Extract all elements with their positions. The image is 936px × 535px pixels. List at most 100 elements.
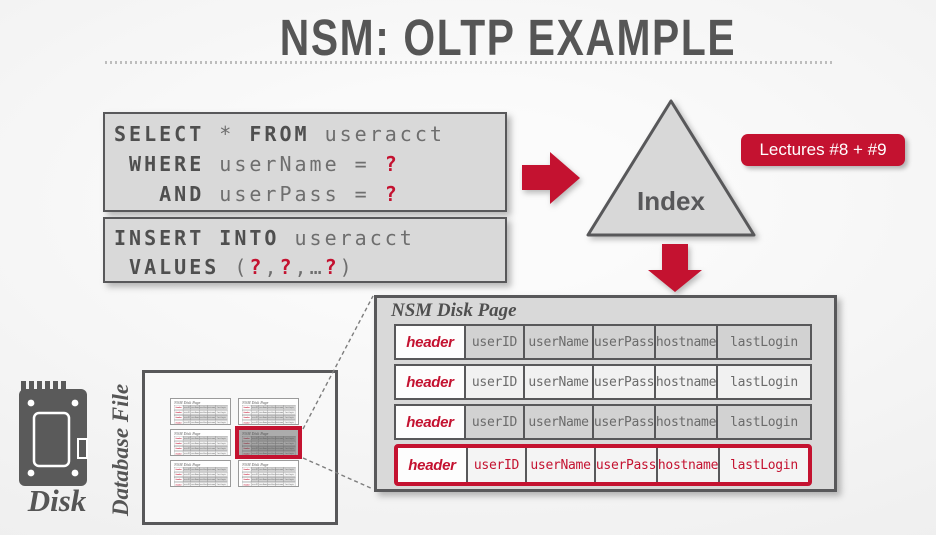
record-attribute-cell: userPass	[199, 451, 208, 455]
record-attribute-cell: hostname	[207, 467, 216, 472]
record-header-cell: header	[242, 441, 251, 446]
record-header-cell: header	[174, 467, 183, 472]
lectures-badge: Lectures #8 + #9	[741, 134, 905, 166]
title-underline	[105, 61, 832, 64]
record-header-cell: header	[396, 326, 464, 358]
disk-label: Disk	[27, 483, 87, 518]
record-header-cell: header	[396, 366, 464, 398]
record-attribute-cell: userPass	[199, 477, 208, 482]
record-header-cell: header	[242, 415, 251, 420]
record-attribute-cell: userName	[190, 482, 200, 486]
record-attribute-cell: userID	[250, 405, 259, 410]
record-attribute-cell: lastLogin	[283, 436, 296, 441]
record-attribute-cell: userID	[464, 366, 523, 398]
record-attribute-cell: lastLogin	[283, 405, 296, 410]
record-attribute-cell: hostname	[207, 482, 216, 486]
record-attribute-cell: userPass	[267, 436, 276, 441]
record-attribute-cell: userID	[182, 410, 191, 415]
record-attribute-cell: hostname	[275, 441, 284, 446]
record-attribute-cell: userID	[250, 436, 259, 441]
disk-icon	[19, 381, 88, 486]
record-attribute-cell: userPass	[199, 441, 208, 446]
record-attribute-cell: hostname	[654, 406, 716, 438]
record-header-cell: header	[174, 420, 183, 424]
record-header-cell: header	[174, 441, 183, 446]
sql-line: WHERE userName = ?	[114, 152, 400, 176]
record-attribute-cell: lastLogin	[215, 420, 228, 424]
record-attribute-cell: hostname	[207, 405, 216, 410]
record-attribute-cell: userName	[190, 472, 200, 477]
database-file-label: Database File	[108, 383, 133, 517]
record-attribute-cell: hostname	[207, 410, 216, 415]
record-header-cell: header	[174, 482, 183, 486]
record-attribute-cell: userPass	[199, 446, 208, 451]
record-header-cell: header	[242, 405, 251, 410]
record-header-cell: header	[242, 410, 251, 415]
record-header-cell: header	[242, 472, 251, 477]
record-header-cell: header	[174, 436, 183, 441]
record-header-cell: header	[398, 448, 466, 482]
record-attribute-cell: lastLogin	[283, 467, 296, 472]
record-attribute-cell: lastLogin	[283, 482, 296, 486]
record-attribute-cell: userPass	[267, 477, 276, 482]
record-attribute-cell: hostname	[207, 477, 216, 482]
mini-page-title: NSM Disk Page	[242, 431, 269, 436]
record-header-cell: header	[242, 482, 251, 486]
record-attribute-cell: userName	[258, 436, 268, 441]
record-attribute-cell: userID	[182, 482, 191, 486]
record-attribute-cell: userID	[250, 415, 259, 420]
record-header-cell: header	[174, 451, 183, 455]
sql-line: AND userPass = ?	[114, 182, 400, 206]
record-attribute-cell: userPass	[267, 410, 276, 415]
record-attribute-cell: userID	[250, 482, 259, 486]
record-attribute-cell: hostname	[654, 366, 716, 398]
record-attribute-cell: lastLogin	[215, 467, 228, 472]
record-attribute-cell: userName	[190, 441, 200, 446]
slide-title: NSM: OLTP EXAMPLE	[279, 9, 737, 66]
record-attribute-cell: userName	[258, 467, 268, 472]
record-attribute-cell: userName	[190, 451, 200, 455]
record-attribute-cell: userName	[190, 446, 200, 451]
record-attribute-cell: userID	[464, 406, 523, 438]
record-attribute-cell: hostname	[275, 405, 284, 410]
record-attribute-cell: lastLogin	[283, 477, 296, 482]
record-header-cell: header	[174, 410, 183, 415]
record-header-cell: header	[174, 415, 183, 420]
record-attribute-cell: hostname	[275, 472, 284, 477]
record-attribute-cell: userPass	[199, 420, 208, 424]
record-attribute-cell: userName	[190, 420, 200, 424]
record-attribute-cell: userPass	[267, 451, 276, 455]
record-attribute-cell: userPass	[594, 448, 656, 482]
record-attribute-cell: lastLogin	[718, 448, 808, 482]
record-attribute-cell: userName	[258, 405, 268, 410]
record-attribute-cell: userName	[258, 477, 268, 482]
record-attribute-cell: hostname	[275, 446, 284, 451]
record-attribute-cell: userID	[464, 326, 523, 358]
record-attribute-cell: userID	[250, 451, 259, 455]
record-attribute-cell: userPass	[199, 467, 208, 472]
insert-query-box: INSERT INTO useracct VALUES (?,?,…?)	[103, 217, 507, 283]
record-attribute-cell: lastLogin	[215, 472, 228, 477]
record-attribute-cell: hostname	[275, 436, 284, 441]
record-attribute-cell: lastLogin	[215, 436, 228, 441]
